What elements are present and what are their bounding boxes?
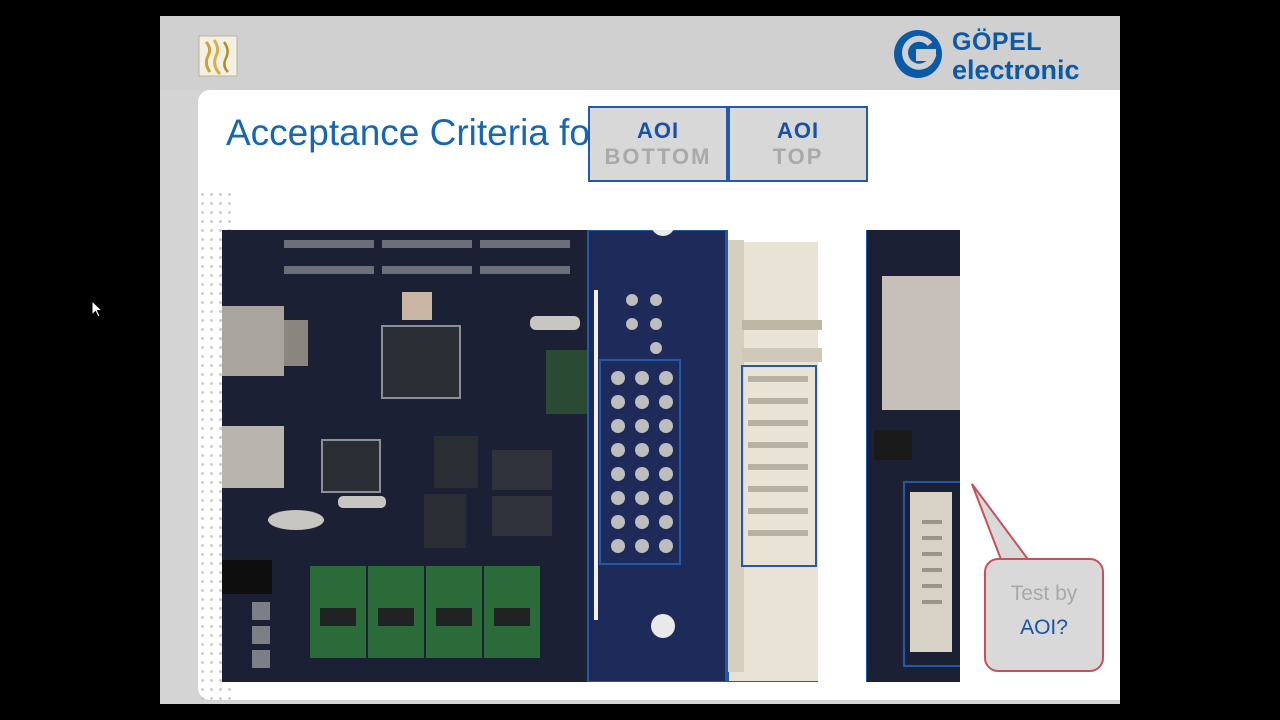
slide-header: GÖPEL electronic — [160, 16, 1120, 90]
logo-text-gopel: GÖPEL — [952, 28, 1043, 56]
mouse-pointer-icon — [91, 300, 103, 318]
aoi-top-line1: AOI — [776, 118, 820, 143]
logo-text-electronic: electronic — [952, 55, 1080, 85]
slide: GÖPEL electronic Acceptance Criteria for… — [160, 16, 1120, 704]
gopel-logo: GÖPEL electronic — [892, 28, 1088, 85]
aoi-bottom-line2: BOTTOM — [604, 144, 712, 169]
callout-line2: AOI? — [1020, 616, 1068, 639]
aoi-bottom-line1: AOI — [636, 118, 680, 143]
callout-line1: Test by — [1010, 582, 1078, 605]
aoi-top-line2: TOP — [772, 144, 824, 169]
test-by-aoi-callout: Test by AOI? — [984, 558, 1104, 672]
pcb-assembly-photo — [222, 230, 960, 682]
aoi-bottom-label: AOI BOTTOM — [588, 106, 728, 182]
presentation-app-icon — [198, 35, 238, 77]
aoi-top-label: AOI TOP — [728, 106, 868, 182]
gopel-logo-icon — [894, 30, 942, 78]
